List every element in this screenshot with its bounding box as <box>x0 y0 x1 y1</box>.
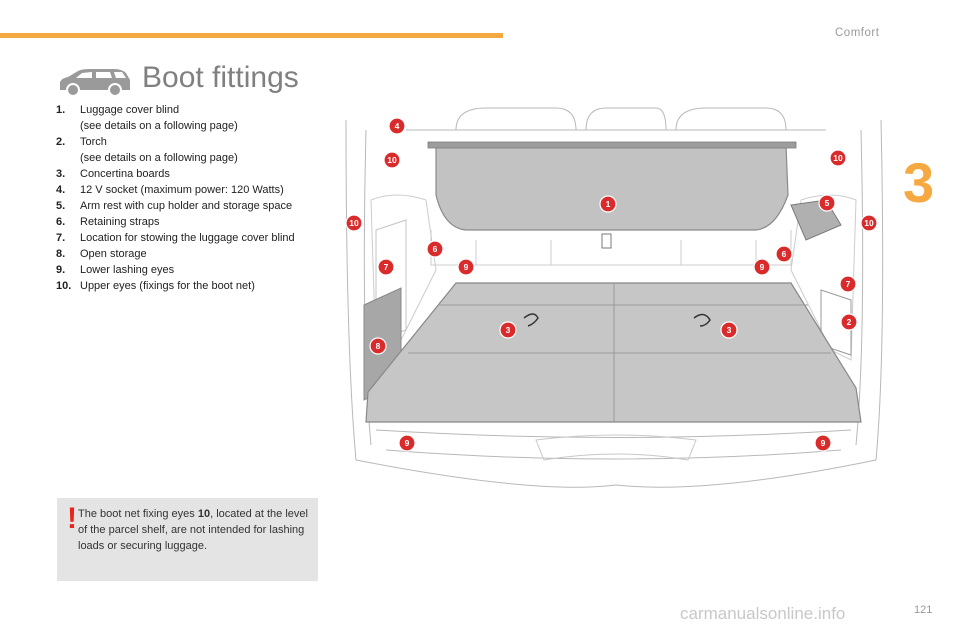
section-title: Comfort <box>835 27 880 39</box>
callout-10: 10 <box>829 149 847 167</box>
callout-number: 10 <box>833 153 843 163</box>
callout-number: 9 <box>464 262 469 272</box>
callout-7: 7 <box>839 275 857 293</box>
legend-item: 6. Retaining straps <box>56 214 321 230</box>
warning-text: The boot net fixing eyes 10, located at … <box>78 508 308 552</box>
legend-number: 7. <box>56 232 66 244</box>
legend-number: 2. <box>56 136 66 148</box>
callout-4: 4 <box>388 117 406 135</box>
page-title: Boot fittings <box>142 61 299 94</box>
legend-text: Lower lashing eyes <box>80 264 175 276</box>
callout-number: 3 <box>727 325 732 335</box>
chapter-number: 3 <box>903 151 935 214</box>
legend-number: 4. <box>56 184 66 196</box>
callout-number: 7 <box>846 279 851 289</box>
legend-text: 12 V socket (maximum power: 120 Watts) <box>80 184 284 196</box>
legend-item: 7. Location for stowing the luggage cover… <box>56 230 321 246</box>
callout-number: 3 <box>506 325 511 335</box>
legend-item: 4. 12 V socket (maximum power: 120 Watts) <box>56 182 321 198</box>
callout-10: 10 <box>345 214 363 232</box>
callout-6: 6 <box>426 240 444 258</box>
legend-text: Retaining straps <box>80 216 160 228</box>
callout-3: 3 <box>499 321 517 339</box>
callout-number: 10 <box>349 218 359 228</box>
legend-text: Concertina boards <box>80 168 170 180</box>
legend-number: 5. <box>56 200 66 212</box>
legend-item: 8. Open storage <box>56 246 321 262</box>
legend-text: Luggage cover blind <box>80 104 180 116</box>
callout-1: 1 <box>599 195 617 213</box>
callout-number: 5 <box>825 198 830 208</box>
callout-number: 10 <box>864 218 874 228</box>
callout-number: 6 <box>782 249 787 259</box>
legend-number: 3. <box>56 168 66 180</box>
legend-number: 10. <box>56 280 72 292</box>
legend-list: 1. Luggage cover blind (see details on a f… <box>56 102 321 294</box>
legend-item: 10. Upper eyes (fixings for the boot net) <box>56 278 321 294</box>
boot-diagram: 1 2 3 3 4 5 6 6 7 7 8 9 9 9 9 10 10 10 10 <box>345 107 884 488</box>
watermark-text: carmanualsonline.info <box>680 604 846 623</box>
callout-10: 10 <box>383 151 401 169</box>
callout-3: 3 <box>720 321 738 339</box>
callout-9: 9 <box>398 434 416 452</box>
callout-number: 1 <box>606 199 611 209</box>
callout-10: 10 <box>860 214 878 232</box>
callout-number: 6 <box>433 244 438 254</box>
legend-item: 2. Torch (see details on a following page) <box>56 134 321 166</box>
legend-text: Upper eyes (fixings for the boot net) <box>80 280 255 292</box>
car-icon <box>60 69 130 97</box>
page-number: 121 <box>914 604 933 616</box>
warning-box: ! The boot net fixing eyes 10, located a… <box>57 498 318 581</box>
legend-text: Open storage <box>80 248 147 260</box>
legend-item: 9. Lower lashing eyes <box>56 262 321 278</box>
legend-number: 8. <box>56 248 66 260</box>
callout-number: 2 <box>847 317 852 327</box>
callout-9: 9 <box>753 258 771 276</box>
callout-9: 9 <box>457 258 475 276</box>
callout-9: 9 <box>814 434 832 452</box>
legend-number: 1. <box>56 104 66 116</box>
callout-2: 2 <box>840 313 858 331</box>
legend-item: 5. Arm rest with cup holder and storage s… <box>56 198 321 214</box>
callout-5: 5 <box>818 194 836 212</box>
callout-number: 9 <box>821 438 826 448</box>
callout-number: 4 <box>395 121 400 131</box>
callout-number: 9 <box>405 438 410 448</box>
legend-text: Location for stowing the luggage cover b… <box>80 232 295 244</box>
callout-7: 7 <box>377 258 395 276</box>
legend-number: 9. <box>56 264 66 276</box>
legend-item: 1. Luggage cover blind (see details on a f… <box>56 102 321 134</box>
callout-number: 10 <box>387 155 397 165</box>
legend-text: Arm rest with cup holder and storage spa… <box>80 200 293 212</box>
exclamation-icon: ! <box>67 502 77 535</box>
callout-number: 9 <box>760 262 765 272</box>
callout-number: 8 <box>376 341 381 351</box>
header-accent-bar <box>0 33 503 38</box>
legend-item: 3. Concertina boards <box>56 166 321 182</box>
legend-note: (see details on a following page) <box>80 152 238 164</box>
legend-number: 6. <box>56 216 66 228</box>
callout-8: 8 <box>369 337 387 355</box>
legend-text: Torch <box>80 136 107 148</box>
callout-number: 7 <box>384 262 389 272</box>
legend-note: (see details on a following page) <box>80 120 238 132</box>
callout-6: 6 <box>775 245 793 263</box>
